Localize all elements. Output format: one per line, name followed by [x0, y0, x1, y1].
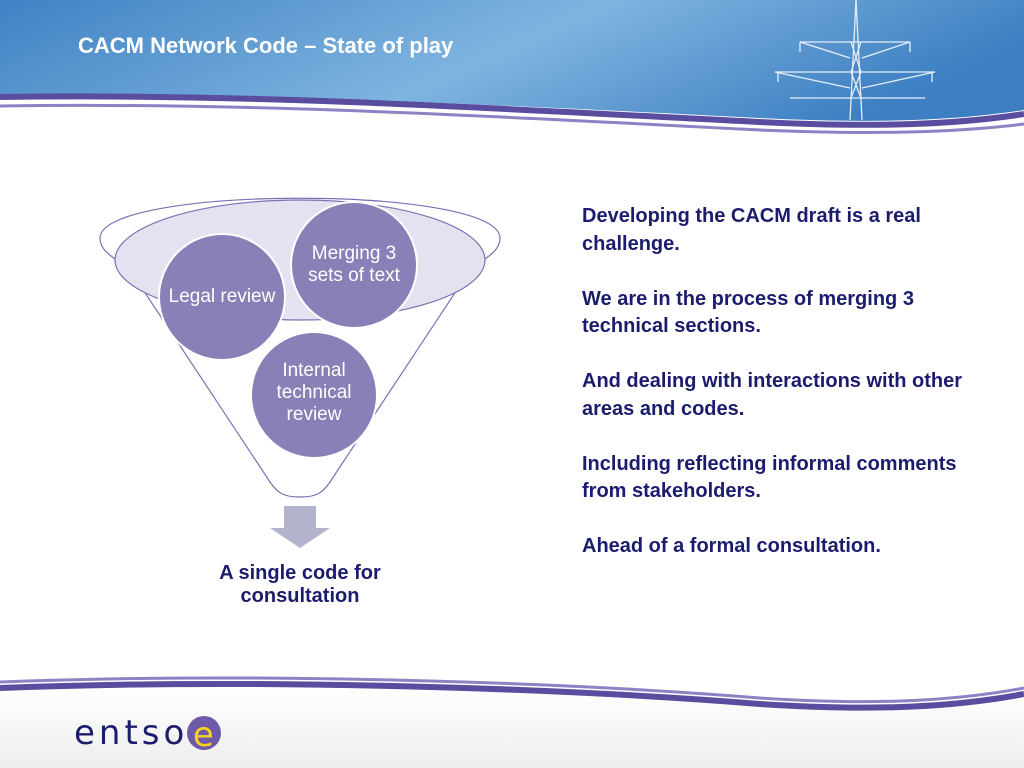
down-arrow-icon [270, 506, 330, 548]
paragraph-merging: We are in the process of merging 3 techn… [582, 287, 914, 338]
power-pylon-icon [774, 0, 936, 121]
logo-e-icon: e [186, 715, 222, 753]
paragraph-interactions: And dealing with interactions with other… [582, 370, 963, 420]
merging-label: Merging 3 sets of text [308, 243, 400, 286]
logo-text: entso [74, 713, 189, 753]
circle-internal-review [250, 331, 378, 459]
footer-banner [0, 676, 1024, 768]
logo-accent: e [192, 715, 214, 755]
header-banner [0, 0, 1024, 140]
content-text: Developing the CACM draft is a real chal… [582, 203, 982, 588]
paragraph-challenge: Developing the CACM draft is a real chal… [582, 205, 921, 255]
legal-review-label: Legal review [168, 286, 276, 307]
internal-review-label: Internal technical review [276, 360, 352, 425]
paragraph-consultation: Ahead of a formal consultation. [582, 535, 881, 557]
page-title: CACM Network Code – State of play [78, 33, 454, 58]
result-label: A single code for consultation [219, 562, 381, 607]
circle-legal-review [158, 233, 286, 361]
entsoe-logo: entso e [74, 708, 222, 758]
paragraph-comments: Including reflecting informal comments f… [582, 452, 957, 503]
circle-merging [290, 201, 418, 329]
